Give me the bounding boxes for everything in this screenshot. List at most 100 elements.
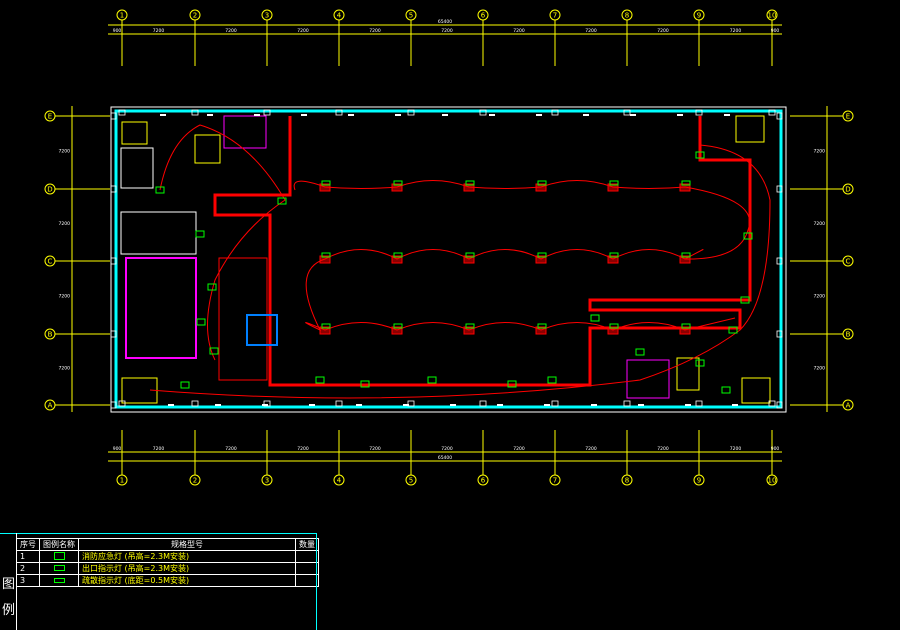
wall-sign (450, 404, 456, 406)
legend-title-char-1: 图 (2, 577, 16, 592)
emergency-light-icon (321, 252, 331, 258)
legend-header-symbol: 图例名称 (39, 538, 79, 551)
column (110, 112, 117, 120)
wall-sign (356, 404, 362, 406)
emergency-light-icon (321, 323, 331, 329)
column (551, 109, 559, 116)
dimension-value: 7200 (153, 446, 165, 452)
axis-bubble (44, 110, 56, 122)
wire-run (293, 180, 751, 332)
dimension-value: 900 (113, 446, 122, 452)
wall-sign (215, 404, 221, 406)
axis-label: 5 (409, 477, 413, 485)
column (551, 400, 559, 407)
exit-sign-icon (195, 230, 205, 238)
legend-row-no: 1 (16, 550, 40, 563)
emergency-wiring (149, 124, 771, 399)
axis-label: 10 (768, 12, 777, 20)
axis-label: 5 (409, 12, 413, 20)
axis-bubble (261, 9, 273, 21)
light-fixture (319, 255, 331, 264)
emergency-light-icon (537, 323, 547, 329)
axis-label: A (48, 402, 53, 410)
stair-south (676, 357, 700, 391)
wall-sign (591, 404, 597, 406)
legend-table: 序号 图例名称 规格型号 数量 1 消防应急灯 (吊高=2.3M安装) 2 出口… (16, 538, 319, 587)
axis-bubble (842, 399, 854, 411)
axis-label: E (48, 113, 52, 121)
column (407, 400, 415, 407)
exit-sign-icon (196, 318, 206, 326)
emergency-light-icon (537, 180, 547, 186)
dimension-value: 7200 (297, 28, 309, 34)
exit-sign-icon (721, 386, 731, 394)
exit-sign-icon (590, 314, 600, 322)
dimension-value: 7200 (657, 28, 669, 34)
axis-bubble (549, 474, 561, 486)
emergency-light-icon (681, 180, 691, 186)
light-fixture (607, 255, 619, 264)
wall-sign (442, 114, 448, 116)
axis-bubble (693, 9, 705, 21)
light-fixture (391, 255, 403, 264)
toilet-north (223, 115, 267, 149)
exit-sign-icon (53, 565, 65, 571)
axis-bubble (842, 183, 854, 195)
axis-bubble (261, 474, 273, 486)
dimension-value: 7200 (441, 28, 453, 34)
dimension-value: 7200 (513, 28, 525, 34)
axis-bubble (621, 474, 633, 486)
column (776, 330, 783, 338)
axis-bubble (766, 9, 778, 21)
stair-se (741, 377, 771, 404)
legend-header-row: 序号 图例名称 规格型号 数量 (16, 538, 319, 551)
light-fixture (391, 183, 403, 192)
column (191, 109, 199, 116)
dimension-value: 7200 (59, 221, 71, 227)
column (776, 401, 783, 409)
column (776, 112, 783, 120)
toilet-south (626, 359, 670, 399)
axis-label: C (846, 258, 851, 266)
dimension-value: 7200 (153, 28, 165, 34)
legend-row-qty (295, 574, 319, 587)
dimension-value: 7200 (814, 221, 826, 227)
wall-sign (677, 114, 683, 116)
axis-label: D (845, 186, 850, 194)
light-fixture (463, 183, 475, 192)
wall-sign (732, 404, 738, 406)
exit-sign-icon (547, 376, 557, 384)
exit-sign-icon (635, 348, 645, 356)
dimension-value: 7200 (730, 446, 742, 452)
column (118, 400, 126, 407)
dimension-value: 7200 (369, 446, 381, 452)
axis-label: 4 (337, 477, 342, 485)
exit-sign-icon (695, 359, 705, 367)
axis-label: 6 (481, 477, 486, 485)
axis-bubble (116, 474, 128, 486)
axis-bubble (842, 328, 854, 340)
reception-desk (246, 314, 278, 346)
axis-label: 9 (697, 477, 701, 485)
lobby-area (218, 257, 268, 381)
column (118, 109, 126, 116)
column (110, 185, 117, 193)
wire-run (149, 144, 771, 399)
emergency-light-icon (465, 323, 475, 329)
axis-label: 1 (120, 477, 124, 485)
legend-row-no: 2 (16, 562, 40, 575)
light-fixture (679, 183, 691, 192)
legend-row-spec: 消防应急灯 (吊高=2.3M安装) (78, 550, 296, 563)
emergency-light-icon (609, 323, 619, 329)
exit-sign-icon (180, 381, 190, 389)
emergency-light-icon (681, 323, 691, 329)
exhibit-room (120, 211, 197, 255)
exit-sign-icon (740, 296, 750, 304)
legend-title-char-2: 例 (2, 603, 16, 618)
axis-bubble (477, 474, 489, 486)
light-fixture (679, 255, 691, 264)
dimension-value: 900 (113, 28, 122, 34)
light-fixture (463, 326, 475, 335)
axis-bubble (405, 9, 417, 21)
